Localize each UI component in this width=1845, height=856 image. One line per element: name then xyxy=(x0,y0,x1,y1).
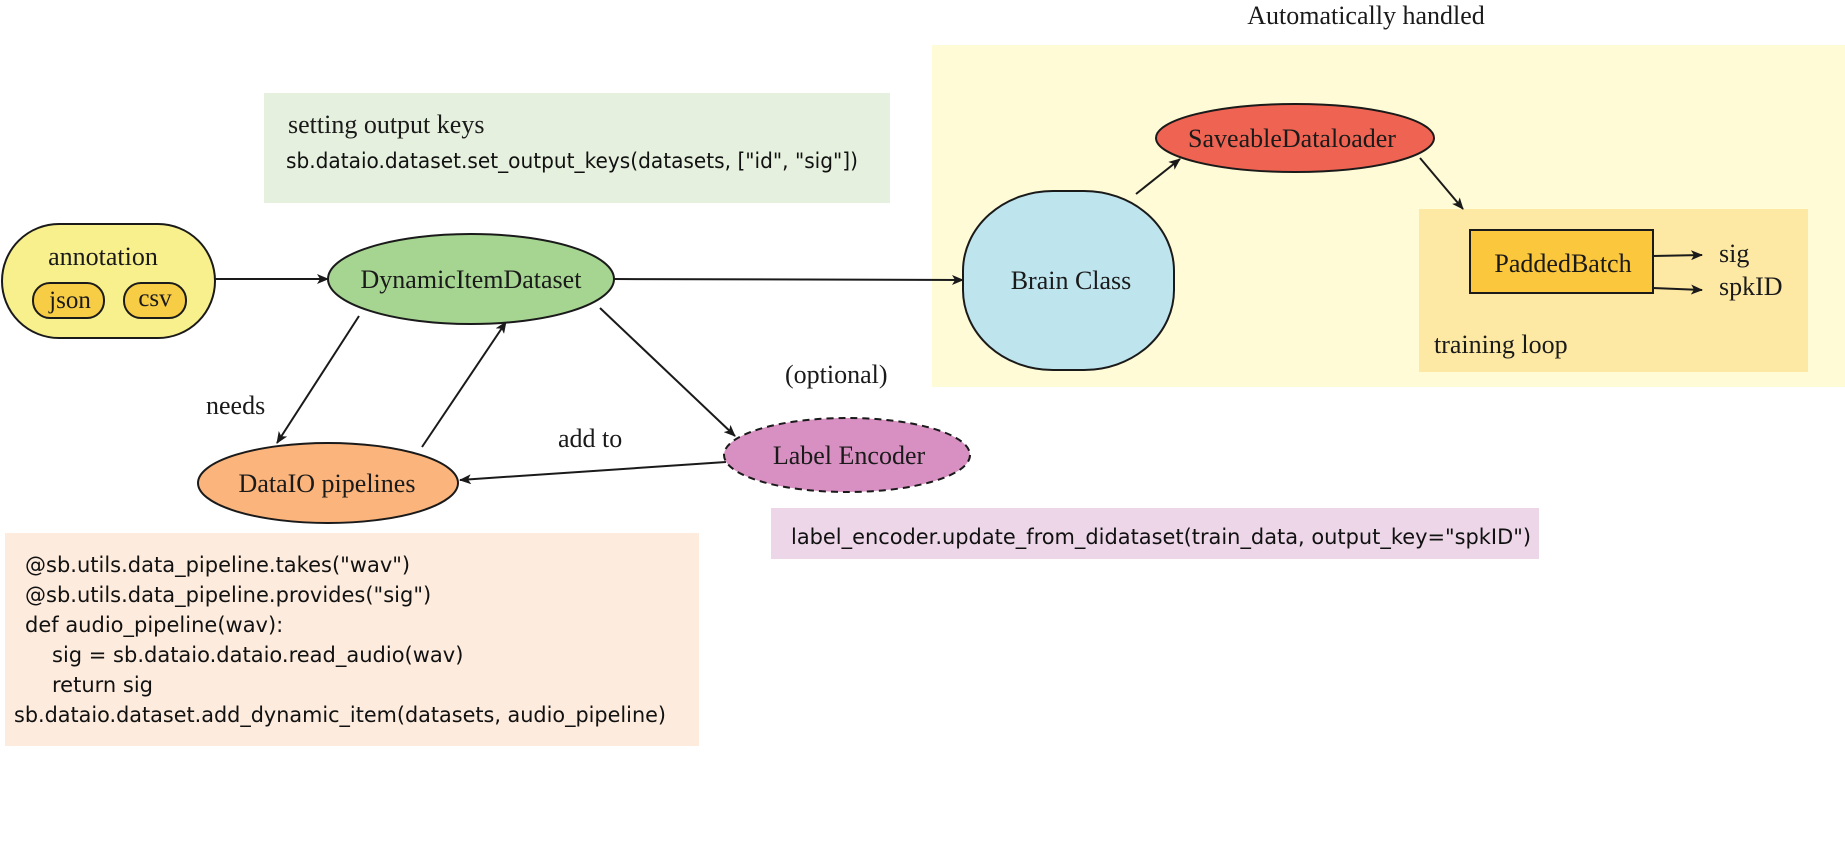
output-keys-heading: setting output keys xyxy=(288,110,484,139)
training-loop-label: training loop xyxy=(1434,330,1568,359)
edge-batch-to-sig xyxy=(1652,250,1703,261)
padded-batch-label: PaddedBatch xyxy=(1494,249,1631,278)
edge-label-optional: (optional) xyxy=(785,360,888,389)
label-encoder-code: label_encoder.update_from_didataset(trai… xyxy=(791,525,1531,550)
code-line-6: sb.dataio.dataset.add_dynamic_item(datas… xyxy=(14,703,666,728)
edge-label-needs: needs xyxy=(206,391,265,420)
label-encoder-code-box xyxy=(771,508,1539,559)
output-sig: sig xyxy=(1719,239,1749,268)
csv-node xyxy=(123,282,187,319)
output-spkid: spkID xyxy=(1719,272,1783,301)
output-keys-box xyxy=(264,93,890,203)
auto-region-title: Automatically handled xyxy=(1247,1,1485,30)
code-line-2: @sb.utils.data_pipeline.provides("sig") xyxy=(25,583,431,608)
code-line-3: def audio_pipeline(wav): xyxy=(25,613,283,638)
dynamic-item-dataset-node xyxy=(327,233,615,325)
edge-dataset-to-brain xyxy=(612,274,964,285)
edge-dataset-to-pipelines xyxy=(276,315,360,444)
label-encoder-label: Label Encoder xyxy=(773,441,926,470)
code-line-5: return sig xyxy=(52,673,153,697)
edges xyxy=(215,157,1703,485)
label-encoder-node xyxy=(723,417,971,493)
edge-dataset-to-label-encoder xyxy=(599,307,736,437)
json-node xyxy=(32,282,105,319)
dynamic-item-dataset-label: DynamicItemDataset xyxy=(361,265,583,294)
code-line-1: @sb.utils.data_pipeline.takes("wav") xyxy=(25,553,410,578)
dataio-pipelines-label: DataIO pipelines xyxy=(239,469,416,498)
annotation-label: annotation xyxy=(48,242,158,271)
brain-class-label: Brain Class xyxy=(1011,266,1132,295)
output-keys-code: sb.dataio.dataset.set_output_keys(datase… xyxy=(286,149,858,174)
pipeline-code: @sb.utils.data_pipeline.takes("wav") @sb… xyxy=(14,553,666,728)
brain-class-node xyxy=(962,190,1175,371)
edge-batch-to-spkid xyxy=(1652,284,1703,295)
edge-label-add-to: add to xyxy=(558,424,622,453)
edge-dataloader-to-batch xyxy=(1419,157,1464,210)
edge-pipelines-to-dataset xyxy=(421,321,507,448)
json-label: json xyxy=(48,287,91,314)
edge-brain-to-dataloader xyxy=(1135,158,1181,195)
padded-batch-node xyxy=(1469,229,1654,294)
csv-label: csv xyxy=(138,285,172,312)
dataio-pipelines-node xyxy=(197,442,459,524)
pipeline-code-box xyxy=(5,533,699,746)
edge-label-encoder-to-pipelines xyxy=(459,461,727,485)
code-line-4: sig = sb.dataio.dataio.read_audio(wav) xyxy=(52,643,463,668)
saveable-dataloader-node xyxy=(1155,103,1435,173)
saveable-dataloader-label: SaveableDataloader xyxy=(1188,124,1396,153)
